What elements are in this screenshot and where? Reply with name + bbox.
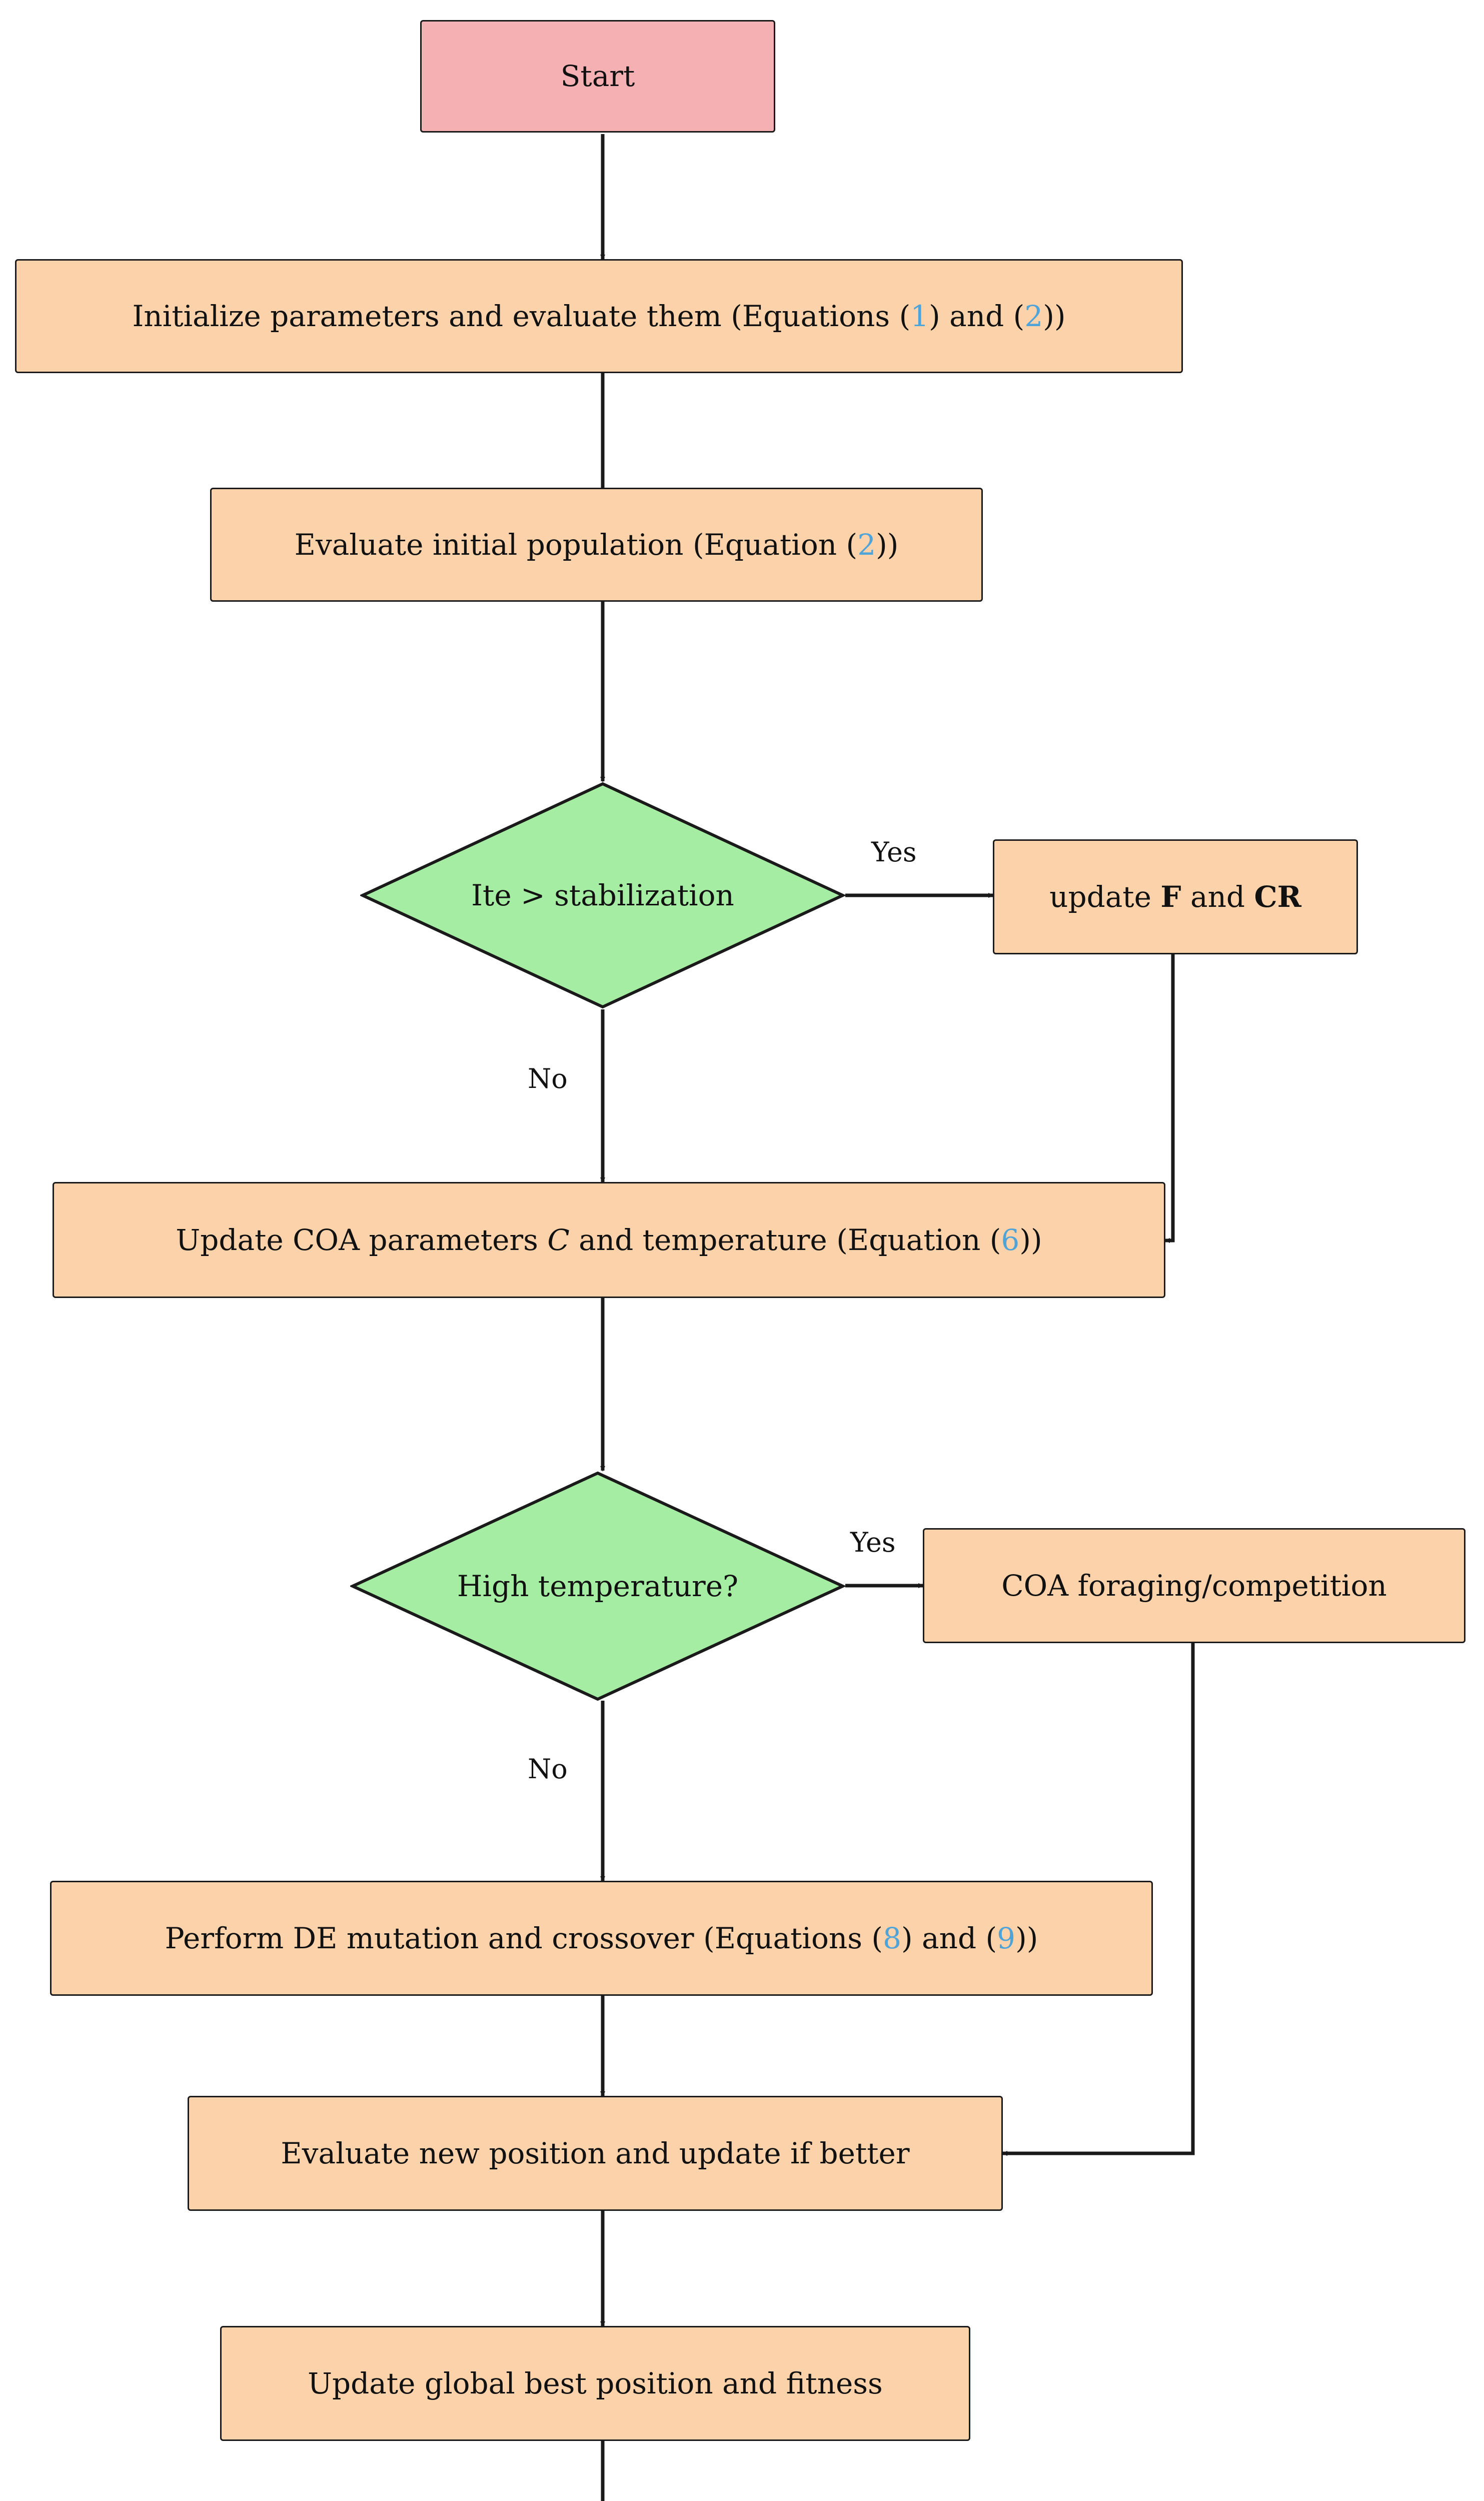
equation-ref-8[interactable]: 8 (883, 1921, 901, 1955)
equation-ref-9[interactable]: 9 (997, 1921, 1016, 1955)
edge-label-ite-no: No (528, 1063, 568, 1094)
node-evaluate-new-position[interactable]: Evaluate new position and update if bett… (188, 2096, 1003, 2211)
node-start-label: Start (560, 59, 635, 94)
edge-label-temperature-no: No (528, 1753, 568, 1785)
node-initialize-parameters[interactable]: Initialize parameters and evaluate them … (15, 259, 1183, 373)
node-update-f-cr-label: update F and CR (1049, 879, 1301, 914)
node-update-global-best-label: Update global best position and fitness (308, 2366, 883, 2400)
equation-ref-1[interactable]: 1 (910, 299, 929, 333)
equation-ref-2[interactable]: 2 (1024, 299, 1043, 333)
diamond-shape-ite (360, 782, 845, 1009)
node-update-coa-parameters-label: Update COA parameters C and temperature … (176, 1222, 1042, 1257)
node-update-f-cr[interactable]: update F and CR (993, 839, 1358, 954)
node-coa-foraging-label: COA foraging/competition (1001, 1568, 1387, 1603)
node-high-temperature-label: High temperature? (457, 1569, 739, 1603)
equation-ref-6[interactable]: 6 (1001, 1222, 1020, 1257)
edge-label-ite-yes: Yes (871, 836, 917, 868)
edge-label-temperature-yes: Yes (850, 1527, 896, 1558)
node-high-temperature[interactable]: High temperature? (350, 1471, 845, 1702)
node-update-global-best[interactable]: Update global best position and fitness (220, 2326, 970, 2441)
node-ite-stabilization-label: Ite > stabilization (471, 878, 734, 912)
node-evaluate-initial-population-label: Evaluate initial population (Equation (2… (294, 527, 899, 562)
node-ite-stabilization[interactable]: Ite > stabilization (360, 781, 845, 1009)
node-coa-foraging[interactable]: COA foraging/competition (923, 1528, 1465, 1643)
node-de-mutation-crossover[interactable]: Perform DE mutation and crossover (Equat… (50, 1881, 1153, 1996)
node-evaluate-new-position-label: Evaluate new position and update if bett… (281, 2136, 910, 2170)
node-update-coa-parameters[interactable]: Update COA parameters C and temperature … (53, 1182, 1165, 1298)
node-start[interactable]: Start (420, 20, 775, 133)
equation-ref-2b[interactable]: 2 (857, 527, 876, 562)
diamond-shape-temperature (350, 1471, 845, 1701)
node-initialize-parameters-label: Initialize parameters and evaluate them … (132, 299, 1066, 333)
node-evaluate-initial-population[interactable]: Evaluate initial population (Equation (2… (210, 488, 983, 602)
node-de-mutation-crossover-label: Perform DE mutation and crossover (Equat… (165, 1921, 1038, 1955)
